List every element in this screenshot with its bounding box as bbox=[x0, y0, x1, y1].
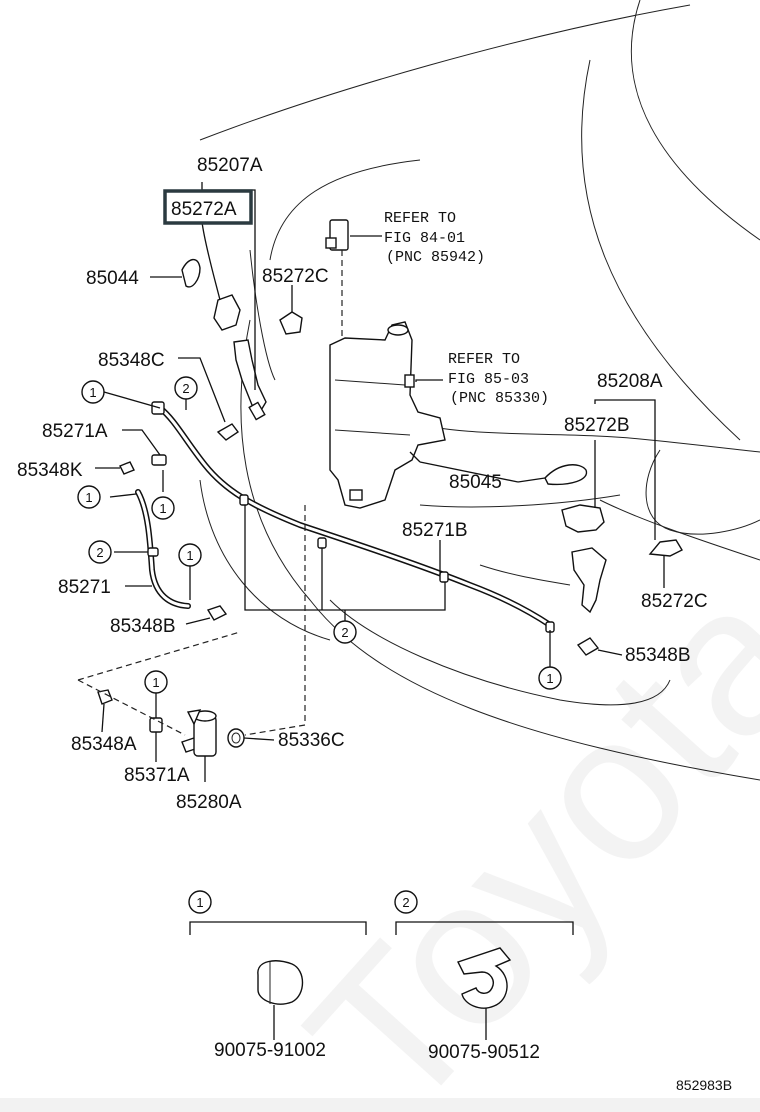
svg-text:FIG 84-01: FIG 84-01 bbox=[384, 230, 465, 247]
label-85348b-right: 85348B bbox=[625, 645, 691, 666]
svg-text:FIG 85-03: FIG 85-03 bbox=[448, 371, 529, 388]
callout-1-f: 1 bbox=[144, 670, 168, 694]
refer-note-84-01: REFER TO FIG 84-01 (PNC 85942) bbox=[384, 210, 485, 266]
label-85272c-top: 85272C bbox=[262, 266, 329, 287]
svg-text:2: 2 bbox=[182, 381, 189, 396]
dashed-guides bbox=[77, 505, 306, 736]
grommet-85336c bbox=[227, 728, 245, 748]
washer-tank bbox=[329, 321, 446, 509]
callout-1-d: 1 bbox=[178, 543, 202, 567]
svg-text:REFER TO: REFER TO bbox=[384, 210, 456, 227]
callout-1-legend: 1 bbox=[188, 890, 212, 914]
bottom-strip bbox=[0, 1098, 760, 1112]
label-85208a: 85208A bbox=[597, 371, 663, 392]
svg-text:1: 1 bbox=[186, 548, 193, 563]
nozzle-assembly-85208a bbox=[561, 504, 683, 614]
level-sensor-ref bbox=[325, 219, 349, 340]
hose-85271b bbox=[157, 405, 555, 633]
clamp-85272c-upper bbox=[279, 285, 303, 335]
svg-text:1: 1 bbox=[546, 671, 553, 686]
figure-id: 852983B bbox=[676, 1077, 732, 1093]
label-85348b-left: 85348B bbox=[110, 616, 176, 637]
callout-2-a: 2 bbox=[174, 376, 198, 400]
refer-note-85-03: REFER TO FIG 85-03 (PNC 85330) bbox=[448, 351, 549, 407]
svg-text:1: 1 bbox=[85, 490, 92, 505]
svg-text:REFER TO: REFER TO bbox=[448, 351, 520, 368]
label-85272c-right: 85272C bbox=[641, 591, 708, 612]
callout-2-c: 2 bbox=[333, 620, 357, 644]
part-labels: 85207A 85272A 85044 85272C 85348C 85271A… bbox=[17, 155, 732, 1093]
label-85044: 85044 bbox=[86, 268, 139, 289]
callout-2-legend: 2 bbox=[394, 890, 418, 914]
callout-1-b: 1 bbox=[77, 485, 101, 509]
svg-text:(PNC 85942): (PNC 85942) bbox=[386, 249, 485, 266]
callout-2-b: 2 bbox=[88, 540, 112, 564]
label-85272a: 85272A bbox=[171, 199, 237, 220]
svg-text:1: 1 bbox=[89, 385, 96, 400]
leader-lines bbox=[95, 182, 665, 782]
label-85348k: 85348K bbox=[17, 460, 83, 481]
callout-circles: 1 2 1 1 2 1 2 1 1 1 2 bbox=[77, 376, 562, 914]
label-90075-91002: 90075-91002 bbox=[214, 1040, 326, 1061]
callout-1-e: 1 bbox=[538, 666, 562, 690]
label-85271: 85271 bbox=[58, 577, 111, 598]
cover-85045 bbox=[544, 464, 588, 486]
label-85348a: 85348A bbox=[71, 734, 137, 755]
label-85271b: 85271B bbox=[402, 520, 468, 541]
svg-text:(PNC 85330): (PNC 85330) bbox=[450, 390, 549, 407]
svg-text:2: 2 bbox=[96, 545, 103, 560]
highlight-box-85272a bbox=[163, 189, 253, 225]
svg-text:2: 2 bbox=[341, 625, 348, 640]
label-85336c: 85336C bbox=[278, 730, 345, 751]
label-85280a: 85280A bbox=[176, 792, 242, 813]
label-85271a: 85271A bbox=[42, 421, 108, 442]
svg-text:1: 1 bbox=[159, 501, 166, 516]
callout-1-c: 1 bbox=[151, 496, 175, 520]
washer-pump-85280a bbox=[186, 709, 217, 757]
label-85371a: 85371A bbox=[124, 765, 190, 786]
svg-text:1: 1 bbox=[196, 895, 203, 910]
svg-text:2: 2 bbox=[402, 895, 409, 910]
label-85348c: 85348C bbox=[98, 350, 165, 371]
callout-1-a: 1 bbox=[81, 380, 105, 404]
cover-85044 bbox=[181, 258, 201, 288]
nozzle-holder-85272a bbox=[213, 294, 267, 421]
label-85272b: 85272B bbox=[564, 415, 630, 436]
label-85045: 85045 bbox=[449, 472, 502, 493]
legend-clamps bbox=[189, 921, 574, 1040]
label-90075-90512: 90075-90512 bbox=[428, 1042, 540, 1063]
label-85207a: 85207A bbox=[197, 155, 263, 176]
svg-text:1: 1 bbox=[152, 675, 159, 690]
vehicle-body-outline bbox=[199, 0, 760, 781]
